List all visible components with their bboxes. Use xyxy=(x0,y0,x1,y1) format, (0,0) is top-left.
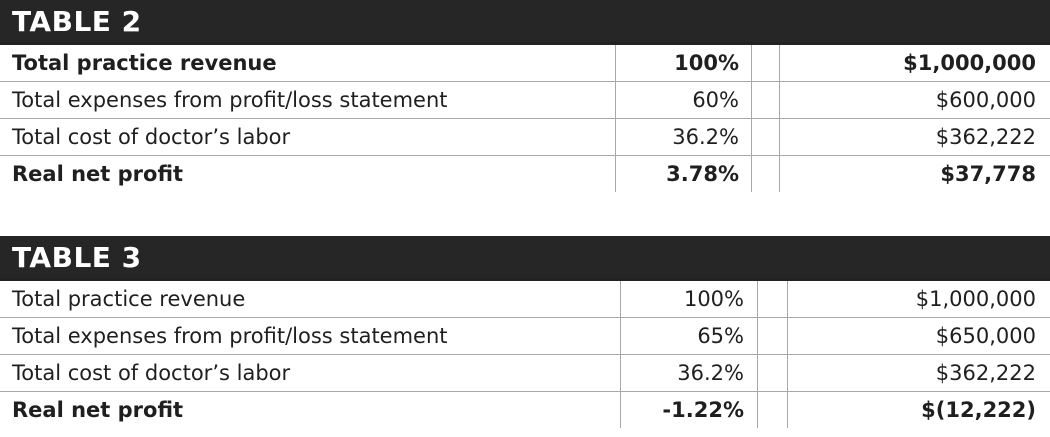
row-percent: 100% xyxy=(683,287,744,311)
table-title: TABLE 3 xyxy=(0,236,1050,278)
row-label: Total expenses from profit/loss statemen… xyxy=(12,88,448,112)
column-divider xyxy=(757,392,758,428)
row-label: Total expenses from profit/loss statemen… xyxy=(12,324,448,348)
table-2: TABLE 2 Total practice revenue 100% $1,0… xyxy=(0,0,1050,192)
column-divider xyxy=(615,156,616,192)
row-percent: 36.2% xyxy=(672,125,739,149)
row-label: Total practice revenue xyxy=(12,51,277,75)
column-divider xyxy=(751,45,752,81)
column-divider xyxy=(751,156,752,192)
column-divider xyxy=(787,355,788,391)
table-row: Total cost of doctor’s labor 36.2% $362,… xyxy=(0,355,1050,392)
row-amount: $1,000,000 xyxy=(903,51,1036,75)
table-row: Total practice revenue 100% $1,000,000 xyxy=(0,45,1050,82)
row-amount: $600,000 xyxy=(935,88,1036,112)
table-3: TABLE 3 Total practice revenue 100% $1,0… xyxy=(0,236,1050,428)
table-body: Total practice revenue 100% $1,000,000 T… xyxy=(0,278,1050,428)
table-row: Real net profit 3.78% $37,778 xyxy=(0,156,1050,192)
column-divider xyxy=(615,82,616,118)
row-percent: -1.22% xyxy=(662,398,744,422)
column-divider xyxy=(779,156,780,192)
row-amount: $(12,222) xyxy=(921,398,1036,422)
row-percent: 36.2% xyxy=(677,361,744,385)
row-amount: $650,000 xyxy=(935,324,1036,348)
column-divider xyxy=(779,82,780,118)
row-label: Total practice revenue xyxy=(12,287,246,311)
column-divider xyxy=(757,281,758,317)
column-divider xyxy=(787,318,788,354)
row-label: Real net profit xyxy=(12,398,184,422)
column-divider xyxy=(615,119,616,155)
column-divider xyxy=(751,119,752,155)
row-amount: $362,222 xyxy=(935,361,1036,385)
table-title: TABLE 2 xyxy=(0,0,1050,42)
row-percent: 65% xyxy=(697,324,744,348)
column-divider xyxy=(779,119,780,155)
table-row: Real net profit -1.22% $(12,222) xyxy=(0,392,1050,428)
column-divider xyxy=(787,281,788,317)
column-divider xyxy=(757,318,758,354)
row-label: Total cost of doctor’s labor xyxy=(12,361,291,385)
column-divider xyxy=(620,355,621,391)
row-percent: 3.78% xyxy=(666,162,739,186)
row-percent: 100% xyxy=(674,51,739,75)
row-amount: $362,222 xyxy=(935,125,1036,149)
table-body: Total practice revenue 100% $1,000,000 T… xyxy=(0,42,1050,192)
column-divider xyxy=(620,318,621,354)
table-row: Total expenses from profit/loss statemen… xyxy=(0,82,1050,119)
table-row: Total expenses from profit/loss statemen… xyxy=(0,318,1050,355)
row-label: Real net profit xyxy=(12,162,184,186)
column-divider xyxy=(787,392,788,428)
column-divider xyxy=(615,45,616,81)
column-divider xyxy=(751,82,752,118)
row-amount: $1,000,000 xyxy=(915,287,1036,311)
column-divider xyxy=(620,281,621,317)
column-divider xyxy=(757,355,758,391)
row-amount: $37,778 xyxy=(940,162,1036,186)
column-divider xyxy=(779,45,780,81)
table-row: Total cost of doctor’s labor 36.2% $362,… xyxy=(0,119,1050,156)
table-row: Total practice revenue 100% $1,000,000 xyxy=(0,281,1050,318)
row-label: Total cost of doctor’s labor xyxy=(12,125,291,149)
column-divider xyxy=(620,392,621,428)
row-percent: 60% xyxy=(692,88,739,112)
